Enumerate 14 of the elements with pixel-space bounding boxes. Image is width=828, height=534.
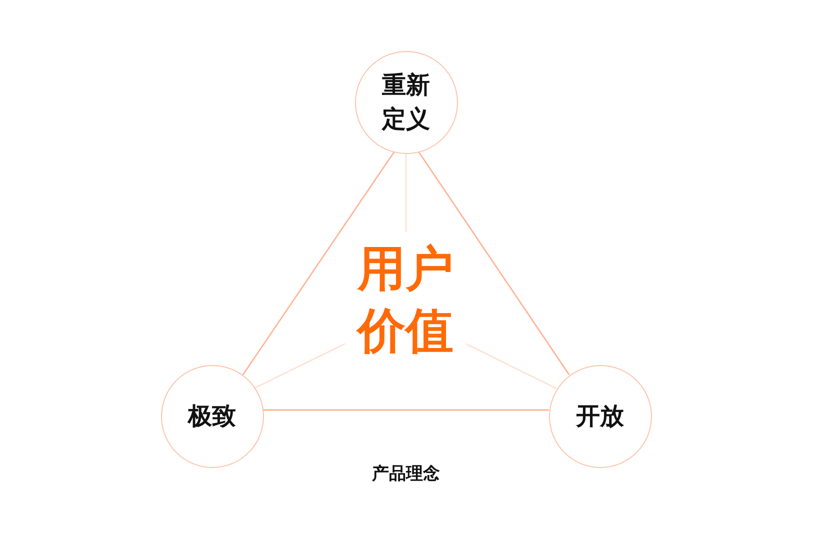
connector-line xyxy=(254,343,346,388)
concept-label: 极致 xyxy=(186,401,237,432)
concept-circle xyxy=(354,50,458,154)
connector-line xyxy=(418,152,570,376)
caption: 产品理念 xyxy=(372,464,440,484)
connector-line xyxy=(405,154,407,232)
connector-line xyxy=(263,409,549,411)
connector-line xyxy=(242,152,395,376)
connector-line xyxy=(466,343,557,390)
concept-label: 开放 xyxy=(574,401,625,432)
concept-circle xyxy=(160,364,264,468)
concept-circle xyxy=(548,364,652,468)
concept-label: 重新定义 xyxy=(380,70,431,135)
center-title: 用户价值 xyxy=(345,232,466,364)
